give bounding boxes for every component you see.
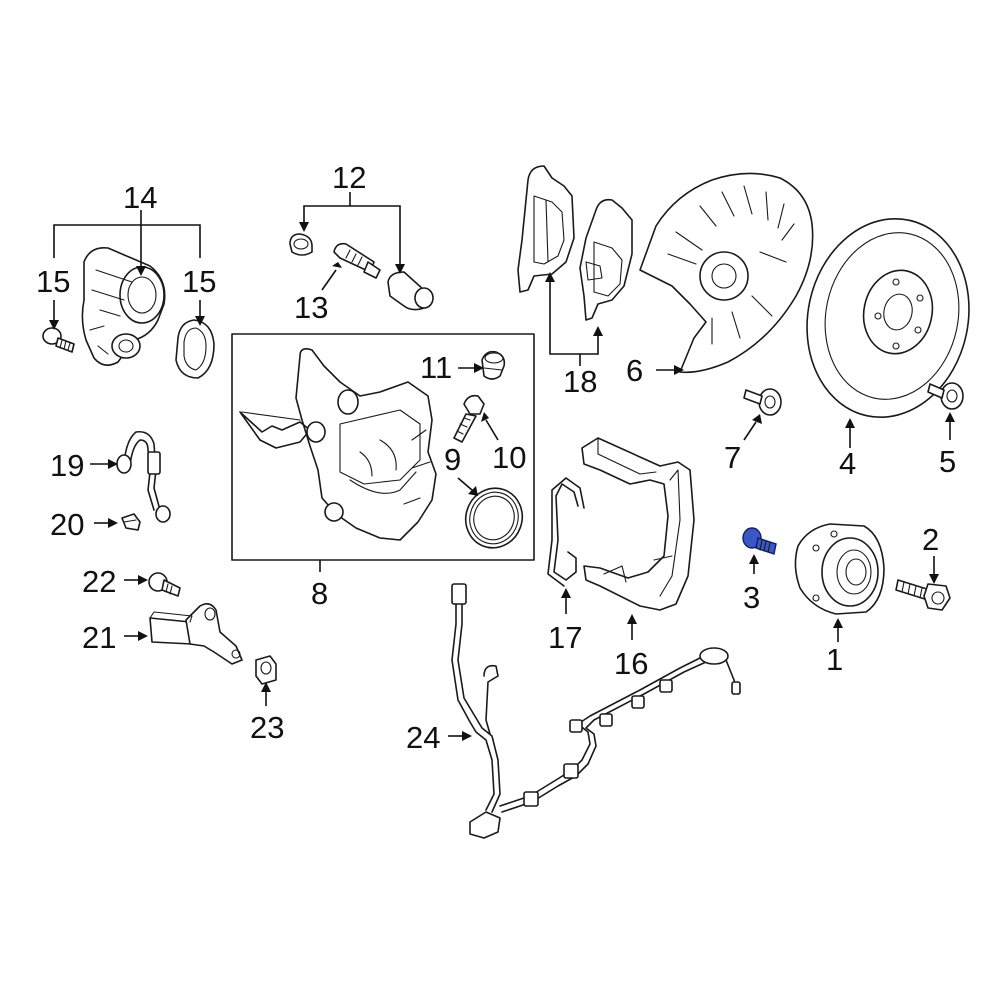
callout-24: 24 bbox=[406, 720, 440, 755]
part-15-bolt[interactable] bbox=[42, 327, 75, 353]
callout-21: 21 bbox=[82, 620, 116, 655]
callout-15-right: 15 bbox=[182, 264, 216, 299]
part-11-cap[interactable] bbox=[481, 350, 506, 380]
part-2-hub-bolt[interactable] bbox=[895, 579, 951, 611]
part-24-sensor-harness[interactable] bbox=[451, 583, 741, 839]
callout-14: 14 bbox=[123, 180, 157, 215]
callout-18: 18 bbox=[563, 364, 597, 399]
part-6-splash-shield[interactable] bbox=[639, 172, 814, 374]
part-10-bleeder[interactable] bbox=[453, 394, 485, 443]
callout-3: 3 bbox=[743, 580, 760, 615]
callout-1: 1 bbox=[826, 642, 843, 677]
callout-19: 19 bbox=[50, 448, 84, 483]
part-21-sensor[interactable] bbox=[149, 602, 243, 665]
part-15-gasket[interactable] bbox=[175, 319, 215, 379]
callout-15-left: 15 bbox=[36, 264, 70, 299]
part-5-screw[interactable] bbox=[927, 382, 964, 410]
callout-12: 12 bbox=[332, 160, 366, 195]
part-9-seal-kit[interactable] bbox=[457, 480, 530, 556]
callout-10: 10 bbox=[492, 440, 526, 475]
part-17-spring-clip[interactable] bbox=[547, 477, 585, 587]
callout-20: 20 bbox=[50, 507, 84, 542]
part-16-caliper-bracket[interactable] bbox=[581, 437, 695, 611]
part-12-cap[interactable] bbox=[289, 233, 313, 256]
part-18-pad-inner[interactable] bbox=[579, 198, 633, 321]
part-14-caliper-motor[interactable] bbox=[81, 246, 166, 366]
part-1-hub-bearing[interactable] bbox=[794, 523, 885, 615]
part-18-pad-outer[interactable] bbox=[517, 165, 575, 293]
callout-9: 9 bbox=[444, 442, 461, 477]
callout-2: 2 bbox=[922, 522, 939, 557]
callout-5: 5 bbox=[939, 444, 956, 479]
part-23-cap[interactable] bbox=[255, 655, 277, 685]
callout-22: 22 bbox=[82, 564, 116, 599]
callout-13: 13 bbox=[294, 290, 328, 325]
callout-4: 4 bbox=[839, 446, 856, 481]
callout-23: 23 bbox=[250, 710, 284, 745]
callout-17: 17 bbox=[548, 620, 582, 655]
callout-7: 7 bbox=[724, 440, 741, 475]
callout-6: 6 bbox=[626, 353, 643, 388]
caliper-assembly-box bbox=[231, 333, 535, 561]
callout-16: 16 bbox=[614, 646, 648, 681]
part-4-brake-rotor[interactable] bbox=[789, 204, 987, 433]
part-22-bolt[interactable] bbox=[148, 572, 181, 597]
callout-8: 8 bbox=[311, 576, 328, 611]
part-20-clip[interactable] bbox=[121, 513, 141, 531]
part-12-bushing[interactable] bbox=[387, 271, 434, 311]
part-7-screw[interactable] bbox=[743, 388, 782, 416]
part-8-caliper[interactable] bbox=[239, 348, 437, 541]
part-3-bolt-highlighted[interactable] bbox=[742, 527, 777, 555]
part-19-brake-hose[interactable] bbox=[116, 430, 171, 523]
part-13-guide-pin[interactable] bbox=[333, 242, 381, 279]
callout-11: 11 bbox=[420, 350, 452, 385]
